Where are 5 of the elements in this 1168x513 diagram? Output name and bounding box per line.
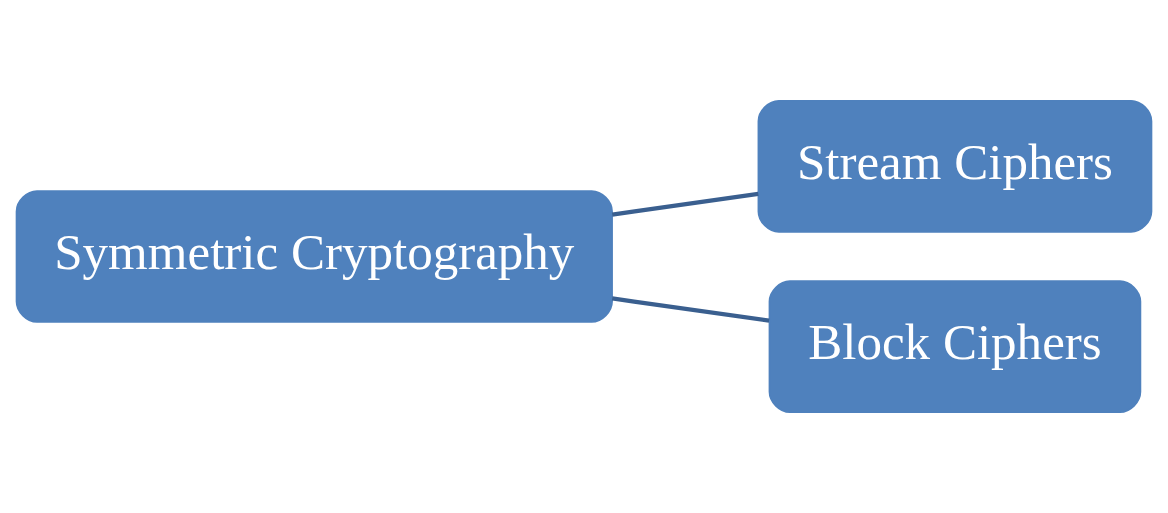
node-box: Block Ciphers (768, 280, 1142, 414)
node-box: Symmetric Cryptography (15, 190, 613, 323)
connector (611, 191, 759, 217)
node-box: Stream Ciphers (757, 99, 1153, 233)
connector (611, 296, 770, 323)
